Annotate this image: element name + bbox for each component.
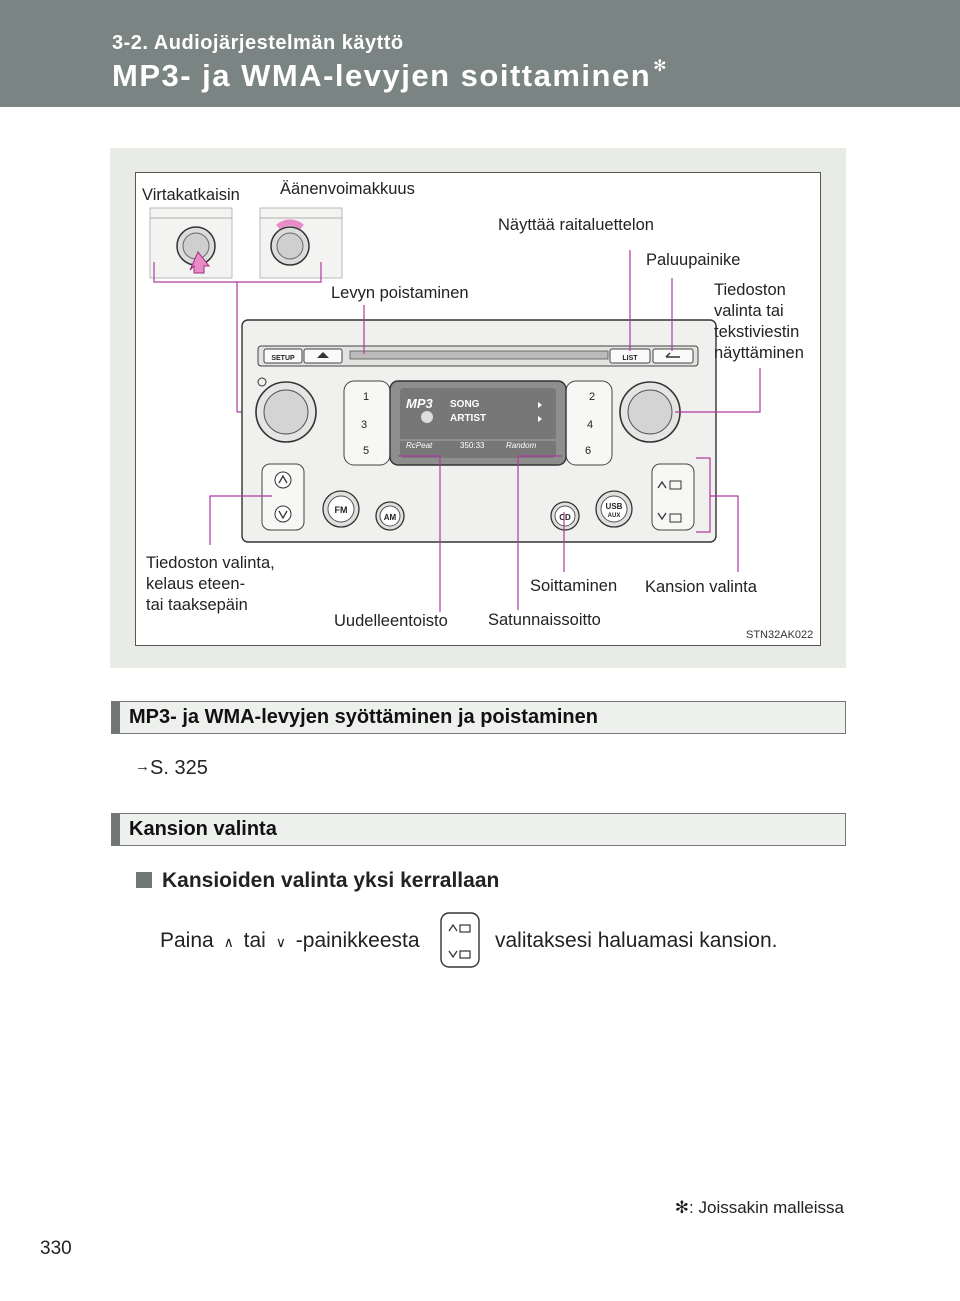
label-seek-2: kelaus eteen- [146,575,245,593]
power-knob-inset [149,207,233,279]
aux-button-label: AUX [608,513,621,519]
label-play: Soittaminen [530,577,617,595]
label-file-select-1: Tiedoston [714,281,786,299]
reference-text: S. 325 [150,757,208,779]
label-file-select-3: tekstiviestin [714,323,799,341]
figure-code: STN32AK022 [746,629,813,641]
display-random: Random [506,441,537,450]
instruction-text-3: -painikkeesta [295,929,420,952]
reference-arrow-icon: → [135,758,150,775]
label-eject: Levyn poistaminen [331,284,469,302]
label-folder: Kansion valinta [645,578,758,596]
page-reference[interactable]: →S. 325 [135,757,208,780]
page-header: 3-2. Audiojärjestelmän käyttö MP3- ja WM… [0,0,960,107]
label-back: Paluupainike [646,251,741,269]
preset-3: 3 [361,419,367,431]
display-song: SONG [450,399,480,410]
label-file-select-2: valinta tai [714,302,784,320]
label-seek-1: Tiedoston valinta, [146,554,275,572]
instruction-text-1: Paina [160,929,214,952]
fm-button-label: FM [335,505,348,515]
setup-button-label: SETUP [271,355,295,362]
page-title-text: MP3- ja WMA-levyjen soittaminen [112,58,652,93]
folder-buttons-icon [440,912,480,968]
section-heading-text: MP3- ja WMA-levyjen syöttäminen ja poist… [129,706,598,728]
label-seek-3: tai taaksepäin [146,596,248,614]
label-repeat: Uudelleentoisto [334,612,448,630]
display-repeat: RcPeat [406,441,433,450]
preset-2: 2 [589,391,595,403]
instruction-text-end: valitaksesi haluamasi kansion. [495,929,778,952]
up-symbol: ∧ [223,934,234,950]
section-heading-insert-eject: MP3- ja WMA-levyjen syöttäminen ja poist… [111,701,846,734]
section-heading-text: Kansion valinta [129,818,277,840]
usb-button-label: USB [606,502,623,511]
title-footnote-mark: ✻ [653,58,669,75]
list-button-label: LIST [622,355,638,362]
label-file-select-4: näyttäminen [714,344,804,362]
footnote-mark: ✻ [674,1198,690,1217]
audio-unit-figure: SETUP LIST 1 2 3 4 5 6 [110,148,846,668]
subheading: Kansioiden valinta yksi kerrallaan [136,869,499,893]
square-bullet-icon [136,872,152,888]
preset-1: 1 [363,391,369,403]
down-symbol: ∨ [275,934,286,950]
heading-bar [112,702,120,733]
preset-5: 5 [363,445,369,457]
display-time: 350:33 [460,441,485,450]
footnote-text: : Joissakin malleissa [689,1198,844,1217]
head-unit-panel: SETUP LIST 1 2 3 4 5 6 [241,319,717,543]
instruction-text-start: Paina ∧ tai ∨ -painikkeesta [160,929,420,953]
display-mp3: MP3 [406,396,434,411]
display-artist: ARTIST [450,413,486,424]
subheading-text: Kansioiden valinta yksi kerrallaan [162,869,500,892]
cd-button-label: CD [559,513,571,522]
volume-knob-inset [259,207,343,279]
label-power: Virtakatkaisin [142,186,240,204]
am-button-label: AM [384,513,397,522]
instruction-text-2: tai [243,929,266,952]
label-volume: Äänenvoimakkuus [280,180,415,198]
section-label: 3-2. Audiojärjestelmän käyttö [112,32,404,54]
label-tracklist: Näyttää raitaluettelon [498,216,654,234]
preset-6: 6 [585,445,591,457]
page-number: 330 [40,1238,72,1259]
callout-lines [209,250,761,612]
preset-4: 4 [587,419,593,431]
heading-bar [112,814,120,845]
audio-unit-diagram: SETUP LIST 1 2 3 4 5 6 [142,180,813,641]
label-random: Satunnaissoitto [488,611,601,629]
section-heading-folder-select: Kansion valinta [111,813,846,846]
page-title: MP3- ja WMA-levyjen soittaminen✻ [112,58,668,94]
footnote: ✻: Joissakin malleissa [675,1198,844,1218]
